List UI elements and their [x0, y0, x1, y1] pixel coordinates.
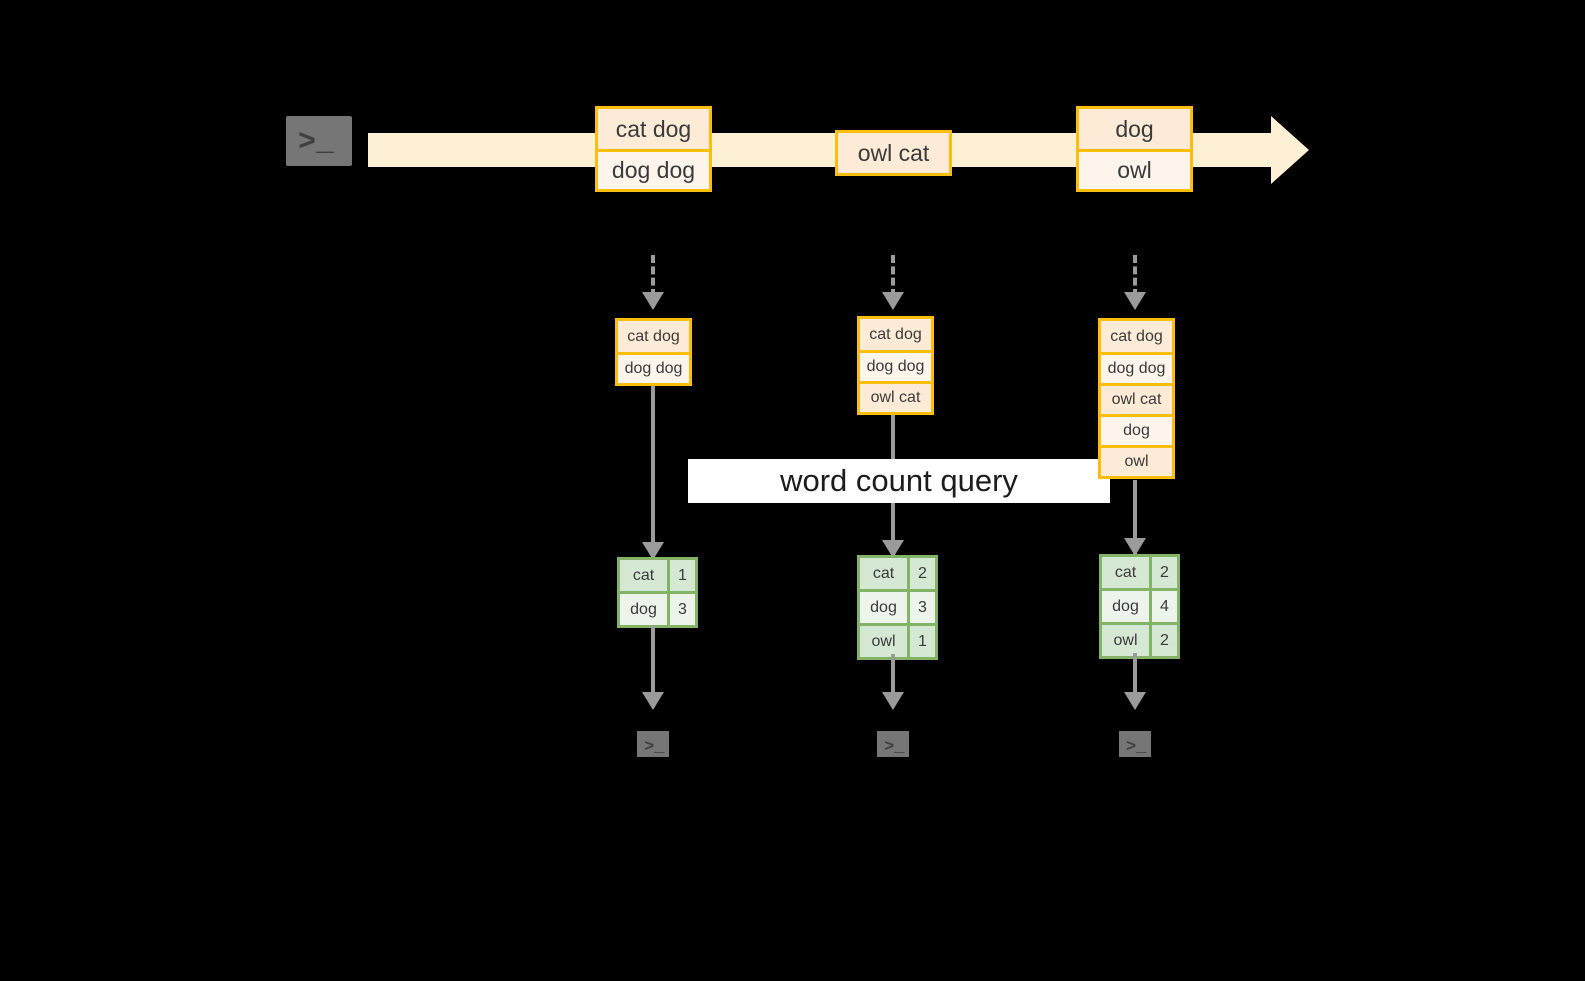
result-to-sink-connector-0	[651, 625, 655, 701]
result-word: cat	[1102, 557, 1149, 588]
table-row: cat 2	[860, 558, 935, 589]
terminal-prompt-glyph: >_	[644, 738, 665, 757]
table-row: cat 2	[1102, 557, 1177, 588]
result-word: dog	[1102, 591, 1149, 622]
result-to-sink-arrowhead-1	[882, 692, 904, 710]
result-word: owl	[860, 626, 907, 657]
result-word: cat	[620, 560, 667, 591]
state-line: cat dog	[618, 321, 689, 352]
state-line: cat dog	[860, 319, 931, 350]
event-line: owl cat	[838, 133, 949, 173]
stream-event-box-0[interactable]: cat dog dog dog	[595, 106, 712, 192]
query-label-text: word count query	[780, 463, 1018, 498]
state-box-2-overlay[interactable]: cat dog dog dog owl cat dog owl	[1098, 318, 1175, 479]
result-count: 3	[667, 594, 695, 625]
result-count: 2	[1149, 625, 1177, 656]
state-to-result-arrowhead-1	[882, 540, 904, 558]
feed-connector-2	[1133, 255, 1137, 297]
table-row: dog 3	[860, 589, 935, 623]
state-line: dog dog	[618, 352, 689, 383]
stream-arrowhead	[1271, 116, 1309, 184]
event-line: dog dog	[598, 149, 709, 189]
result-word: owl	[1102, 625, 1149, 656]
event-line: cat dog	[598, 109, 709, 149]
sink-terminal-icon-0[interactable]: >_	[627, 721, 679, 767]
terminal-prompt-glyph: >_	[298, 126, 335, 160]
stream-event-box-1[interactable]: owl cat	[835, 130, 952, 176]
result-count: 3	[907, 592, 935, 623]
state-box-1[interactable]: cat dog dog dog owl cat	[857, 316, 934, 415]
state-to-result-connector-0	[651, 386, 655, 558]
state-to-result-arrowhead-2	[1124, 538, 1146, 556]
state-line: owl cat	[1101, 383, 1172, 414]
terminal-prompt-glyph: >_	[884, 738, 905, 757]
state-box-0[interactable]: cat dog dog dog	[615, 318, 692, 386]
state-line: owl	[1101, 445, 1172, 476]
event-line: dog	[1079, 109, 1190, 149]
result-count: 2	[907, 558, 935, 589]
table-row: dog 3	[620, 591, 695, 625]
table-row: owl 1	[860, 623, 935, 657]
table-row: cat 1	[620, 560, 695, 591]
result-count: 2	[1149, 557, 1177, 588]
result-word: dog	[860, 592, 907, 623]
terminal-prompt-glyph: >_	[1126, 738, 1147, 757]
sink-terminal-icon-2[interactable]: >_	[1109, 721, 1161, 767]
feed-connector-arrowhead-2	[1124, 292, 1146, 310]
stream-event-box-2[interactable]: dog owl	[1076, 106, 1193, 192]
source-terminal-icon[interactable]: >_	[276, 106, 362, 176]
state-line: dog dog	[1101, 352, 1172, 383]
state-line: dog dog	[860, 350, 931, 381]
sink-terminal-icon-1[interactable]: >_	[867, 721, 919, 767]
state-line: dog	[1101, 414, 1172, 445]
result-to-sink-arrowhead-2	[1124, 692, 1146, 710]
query-label-band: word count query	[688, 459, 1110, 503]
feed-connector-1	[891, 255, 895, 297]
result-to-sink-connector-2	[1133, 653, 1137, 701]
state-to-result-arrowhead-0	[642, 542, 664, 560]
result-word: cat	[860, 558, 907, 589]
result-count: 4	[1149, 591, 1177, 622]
state-line: owl cat	[860, 381, 931, 412]
state-to-result-connector-2	[1133, 480, 1137, 556]
table-row: owl 2	[1102, 622, 1177, 656]
result-word: dog	[620, 594, 667, 625]
result-count: 1	[667, 560, 695, 591]
feed-connector-0	[651, 255, 655, 297]
event-line: owl	[1079, 149, 1190, 189]
table-row: dog 4	[1102, 588, 1177, 622]
result-count: 1	[907, 626, 935, 657]
result-to-sink-arrowhead-0	[642, 692, 664, 710]
state-line: cat dog	[1101, 321, 1172, 352]
feed-connector-arrowhead-1	[882, 292, 904, 310]
result-table-0[interactable]: cat 1 dog 3	[617, 557, 698, 628]
feed-connector-arrowhead-0	[642, 292, 664, 310]
result-table-2[interactable]: cat 2 dog 4 owl 2	[1099, 554, 1180, 659]
result-to-sink-connector-1	[891, 654, 895, 701]
result-table-1[interactable]: cat 2 dog 3 owl 1	[857, 555, 938, 660]
